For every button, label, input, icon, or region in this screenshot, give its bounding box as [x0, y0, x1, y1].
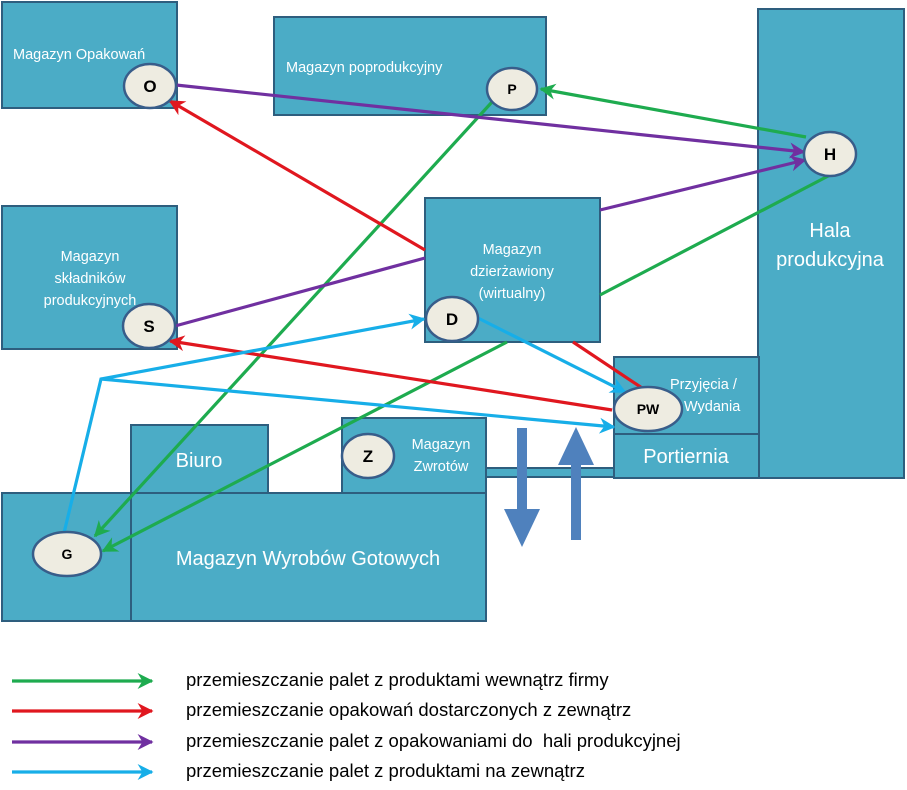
legend-item-green: przemieszczanie palet z produktami wewną…	[12, 669, 609, 690]
box-magazyn-dzierzawiony: Magazyn dzierżawiony (wirtualny)	[424, 197, 601, 343]
label-skladnikow-1: Magazyn	[61, 249, 120, 265]
flow-lines	[62, 83, 833, 553]
connector-strip	[485, 467, 617, 478]
flow-purple-o-to-h	[175, 83, 806, 159]
flow-red-pw-to-d	[572, 340, 649, 394]
label-zwrotow-2: Zwrotów	[414, 459, 469, 475]
box-biuro: Biuro	[130, 424, 269, 496]
flow-purple-d-to-h	[599, 155, 807, 212]
legend-label-purple: przemieszczanie palet z opakowaniami do …	[186, 730, 681, 751]
node-g: G	[31, 530, 103, 578]
legend: przemieszczanie palet z produktami wewną…	[12, 669, 681, 781]
label-przyjecia-1: Przyjęcia /	[670, 377, 738, 393]
legend-label-cyan: przemieszczanie palet z produktami na ze…	[186, 760, 585, 781]
label-zwrotow-1: Magazyn	[412, 437, 471, 453]
box-hala-produkcyjna: Hala produkcyjna	[757, 8, 905, 479]
flow-purple-s-to-d	[174, 256, 426, 328]
node-z-label: Z	[363, 447, 373, 466]
node-z: Z	[340, 432, 396, 480]
node-o-label: O	[143, 77, 156, 96]
node-h: H	[802, 130, 858, 178]
outbound-arrow-down-icon	[504, 509, 540, 547]
outbound-arrow-shaft	[517, 428, 527, 512]
node-p-label: P	[507, 81, 516, 97]
node-g-label: G	[62, 546, 73, 562]
flow-red-d-to-o	[168, 99, 426, 252]
label-dzierzawiony-1: Magazyn	[483, 242, 542, 258]
label-portiernia: Portiernia	[643, 446, 729, 468]
flow-green-h-to-d	[599, 172, 833, 297]
label-dzierzawiony-3: (wirtualny)	[479, 286, 546, 302]
node-o: O	[122, 62, 178, 110]
label-hala-2: produkcyjna	[776, 249, 885, 271]
flow-green-p-to-g	[93, 100, 494, 538]
inbound-arrow-shaft	[571, 462, 581, 540]
legend-item-purple: przemieszczanie palet z opakowaniami do …	[12, 730, 681, 751]
node-d: D	[424, 295, 480, 343]
label-biuro: Biuro	[176, 450, 223, 472]
inbound-outbound-arrows	[504, 427, 594, 547]
node-s-label: S	[143, 317, 154, 336]
legend-item-cyan: przemieszczanie palet z produktami na ze…	[12, 760, 585, 781]
label-skladnikow-2: składników	[55, 271, 126, 287]
box-portiernia: Portiernia	[613, 433, 760, 479]
node-d-label: D	[446, 310, 458, 329]
flow-green-d-to-g	[101, 340, 508, 553]
box-magazyn-wyrobow-gotowych: Magazyn Wyrobów Gotowych	[1, 492, 487, 622]
label-hala-1: Hala	[809, 220, 851, 242]
label-dzierzawiony-2: dzierżawiony	[470, 264, 555, 280]
node-h-label: H	[824, 145, 836, 164]
flow-cyan-d-to-pw	[477, 316, 627, 394]
node-pw-label: PW	[637, 401, 660, 417]
label-poprodukcyjny: Magazyn poprodukcyjny	[286, 60, 443, 76]
node-s: S	[121, 302, 177, 350]
node-p: P	[485, 66, 539, 112]
legend-label-green: przemieszczanie palet z produktami wewną…	[186, 669, 609, 690]
label-przyjecia-2: Wydania	[684, 399, 741, 415]
label-opakowan: Magazyn Opakowań	[13, 47, 145, 63]
label-skladnikow-3: produkcyjnych	[44, 293, 137, 309]
legend-label-red: przemieszczanie opakowań dostarczonych z…	[186, 699, 631, 720]
inbound-arrow-up-icon	[558, 427, 594, 465]
flow-cyan-g-to-pw	[100, 377, 616, 434]
label-wyrobow: Magazyn Wyrobów Gotowych	[176, 548, 440, 570]
flow-green-h-to-p	[539, 83, 807, 139]
node-pw: PW	[612, 385, 684, 433]
box-magazyn-opakowan: Magazyn Opakowań	[1, 1, 178, 109]
legend-item-red: przemieszczanie opakowań dostarczonych z…	[12, 699, 631, 720]
